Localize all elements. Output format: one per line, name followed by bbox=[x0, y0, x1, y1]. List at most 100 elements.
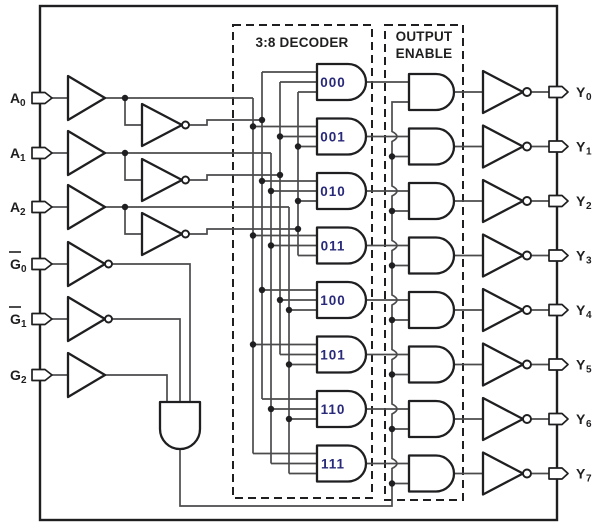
decoder-gate-010: 010 bbox=[315, 171, 368, 211]
svg-text:111: 111 bbox=[321, 457, 345, 472]
wire-a0-inv bbox=[189, 119, 262, 126]
junction-dots bbox=[121, 94, 396, 487]
pin-y6 bbox=[548, 412, 569, 426]
inverter-g0 bbox=[66, 240, 107, 288]
svg-text:010: 010 bbox=[320, 184, 346, 199]
oe-gate-y6 bbox=[407, 399, 456, 439]
buffer-a1 bbox=[66, 129, 107, 177]
oe-gate-y0 bbox=[407, 72, 456, 112]
inverter-a2 bbox=[140, 211, 184, 257]
inverter-g1 bbox=[66, 295, 107, 343]
oe-gate-y2 bbox=[407, 181, 456, 221]
svg-text:A: A bbox=[10, 90, 20, 106]
output-pins bbox=[548, 85, 569, 480]
svg-text:Y: Y bbox=[576, 411, 586, 427]
svg-text:4: 4 bbox=[586, 310, 592, 321]
oe-gate-y1 bbox=[407, 127, 456, 166]
svg-text:A: A bbox=[10, 145, 20, 161]
svg-text:2: 2 bbox=[586, 201, 592, 212]
decoder-gate-011: 011 bbox=[315, 226, 368, 265]
inverter-a1 bbox=[140, 157, 184, 203]
wire-g1 bbox=[112, 318, 181, 402]
svg-text:A: A bbox=[10, 199, 20, 215]
output-inverter-y6 bbox=[481, 396, 525, 442]
decoder-box bbox=[232, 24, 373, 499]
pin-y2 bbox=[548, 194, 569, 208]
decoder-gate-001: 001 bbox=[315, 117, 368, 156]
output-inverters bbox=[481, 69, 532, 496]
decoder-gate-101: 101 bbox=[315, 335, 368, 374]
buffer-g2 bbox=[66, 351, 107, 399]
pin-g0 bbox=[31, 257, 53, 271]
pin-a2 bbox=[31, 200, 53, 214]
pin-g2 bbox=[31, 368, 53, 382]
pin-a1 bbox=[31, 146, 53, 160]
output-inverter-y2 bbox=[481, 178, 525, 224]
svg-text:Y: Y bbox=[576, 357, 586, 373]
svg-text:G: G bbox=[10, 367, 21, 383]
input-pins bbox=[31, 91, 53, 382]
output-enable-title-line1: OUTPUT bbox=[396, 29, 453, 44]
buffer-a2 bbox=[66, 183, 107, 231]
pin-y1 bbox=[548, 140, 569, 153]
svg-text:0: 0 bbox=[20, 98, 26, 109]
svg-text:5: 5 bbox=[586, 365, 592, 376]
svg-text:G: G bbox=[10, 311, 21, 327]
box-titles: 3:8 DECODER OUTPUT ENABLE bbox=[256, 29, 453, 61]
svg-text:1: 1 bbox=[20, 153, 26, 164]
oe-gate-y3 bbox=[407, 236, 456, 275]
output-inverter-y0 bbox=[481, 69, 525, 115]
svg-text:110: 110 bbox=[321, 402, 346, 417]
pin-y0 bbox=[548, 85, 569, 99]
inverter-a1-bubble bbox=[181, 175, 190, 185]
enable-and-gate bbox=[158, 400, 202, 451]
svg-text:6: 6 bbox=[586, 419, 592, 430]
svg-text:Y: Y bbox=[576, 248, 586, 264]
pin-y3 bbox=[548, 249, 569, 262]
inverter-a0-bubble bbox=[181, 120, 190, 130]
output-inverter-y7 bbox=[481, 451, 525, 496]
pin-y5 bbox=[548, 358, 569, 371]
oe-gate-y4 bbox=[407, 290, 456, 330]
svg-text:Y: Y bbox=[576, 466, 586, 482]
svg-text:001: 001 bbox=[320, 130, 346, 145]
svg-text:Y: Y bbox=[576, 193, 586, 209]
wire-enable-bus bbox=[179, 101, 409, 507]
output-inverter-y5 bbox=[481, 342, 525, 387]
svg-text:7: 7 bbox=[586, 474, 592, 485]
svg-text:1: 1 bbox=[586, 147, 592, 158]
pin-a0 bbox=[31, 91, 53, 105]
svg-text:0: 0 bbox=[21, 264, 27, 275]
decoder-title: 3:8 DECODER bbox=[256, 35, 349, 50]
svg-text:0: 0 bbox=[586, 92, 592, 103]
svg-text:Y: Y bbox=[576, 302, 586, 318]
svg-text:G: G bbox=[10, 256, 21, 272]
decoder-gate-111: 111 bbox=[315, 444, 368, 483]
svg-text:101: 101 bbox=[320, 348, 346, 363]
decoder-gate-100: 100 bbox=[315, 280, 368, 320]
wire-g0 bbox=[112, 263, 191, 402]
output-enable-box bbox=[384, 24, 464, 501]
pin-y4 bbox=[548, 303, 569, 317]
chip-outline bbox=[38, 4, 559, 522]
svg-text:100: 100 bbox=[320, 293, 346, 308]
wire-a2-inv bbox=[189, 228, 298, 235]
svg-text:011: 011 bbox=[321, 239, 346, 254]
oe-gate-y5 bbox=[407, 345, 456, 384]
output-inverter-y3 bbox=[481, 233, 525, 278]
svg-text:Y: Y bbox=[576, 139, 586, 155]
buffer-a0 bbox=[66, 74, 107, 122]
output-enable-title-line2: ENABLE bbox=[396, 46, 453, 61]
